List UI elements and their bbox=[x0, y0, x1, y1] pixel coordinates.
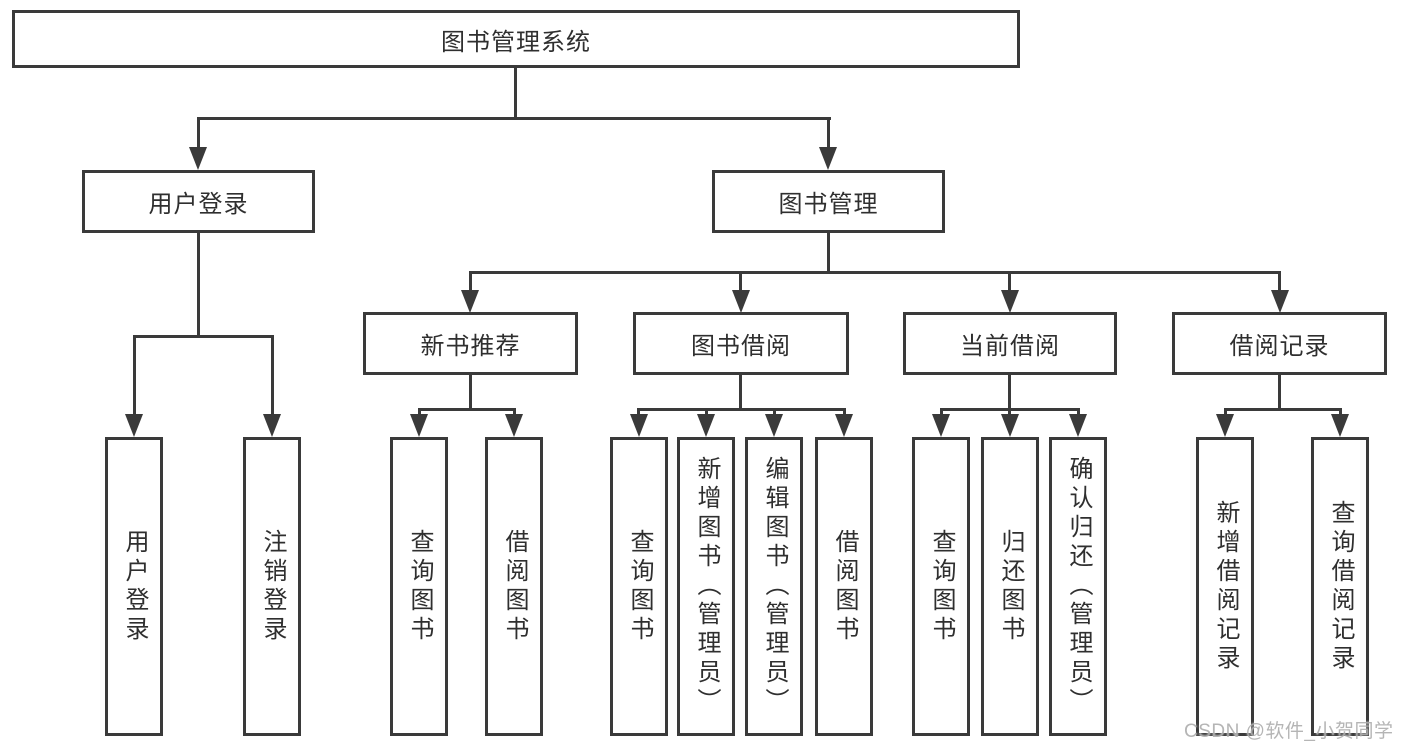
arrowhead-records bbox=[1271, 290, 1289, 313]
arrowhead-g4-leaf1 bbox=[1216, 414, 1234, 437]
node-borrow-records: 借阅记录 bbox=[1172, 312, 1387, 375]
arrowhead-g3-leaf3 bbox=[1069, 414, 1087, 437]
connector-g4-leaf2-stub bbox=[1339, 408, 1342, 418]
arrowhead-g4-leaf2 bbox=[1331, 414, 1349, 437]
leaf-query-books-3: 查询图书 bbox=[912, 437, 970, 736]
leaf-edit-books-admin: 编辑图书（管理员） bbox=[745, 437, 803, 736]
connector-newbooks-hline bbox=[418, 408, 516, 411]
connector-g3-leaf3-stub bbox=[1077, 408, 1080, 418]
leaf-user-login-label: 用户登录 bbox=[121, 528, 148, 645]
node-current-borrow: 当前借阅 bbox=[903, 312, 1117, 375]
leaf-borrow-books-1-label: 借阅图书 bbox=[501, 528, 528, 645]
connector-userlogin-stub bbox=[197, 117, 200, 149]
arrowhead-leaf-logout bbox=[263, 414, 281, 437]
connector-bookmgmt-stem bbox=[827, 233, 830, 271]
leaf-query-books-3-label: 查询图书 bbox=[928, 528, 955, 645]
connector-records-stem bbox=[1278, 375, 1281, 408]
node-new-books: 新书推荐 bbox=[363, 312, 578, 375]
arrowhead-g2-leaf4 bbox=[835, 414, 853, 437]
leaf-user-login: 用户登录 bbox=[105, 437, 163, 736]
connector-borrow-stem bbox=[739, 375, 742, 408]
connector-level2-hline bbox=[197, 117, 831, 120]
leaf-confirm-return-admin-label: 确认归还（管理员） bbox=[1065, 456, 1092, 717]
connector-g2-leaf1-stub bbox=[637, 408, 640, 418]
leaf-query-books-1: 查询图书 bbox=[390, 437, 448, 736]
csdn-watermark: CSDN @软件_小贺同学 bbox=[1184, 721, 1394, 742]
connector-newbooks-stem bbox=[469, 375, 472, 408]
connector-g2-leaf4-stub bbox=[843, 408, 846, 418]
connector-g1-leaf1-stub bbox=[418, 408, 421, 418]
connector-current-stem bbox=[1008, 375, 1011, 408]
leaf-query-books-2: 查询图书 bbox=[610, 437, 668, 736]
leaf-logout-label: 注销登录 bbox=[259, 528, 286, 645]
node-user-login-label: 用户登录 bbox=[148, 191, 249, 218]
node-book-borrow-label: 图书借阅 bbox=[691, 333, 791, 360]
arrowhead-newbooks bbox=[461, 290, 479, 313]
connector-g3-leaf1-stub bbox=[940, 408, 943, 418]
arrowhead-userlogin bbox=[189, 147, 207, 170]
arrowhead-g2-leaf3 bbox=[765, 414, 783, 437]
leaf-add-books-admin: 新增图书（管理员） bbox=[677, 437, 735, 736]
connector-leaf-logout-stub bbox=[271, 335, 274, 415]
leaf-add-books-admin-label: 新增图书（管理员） bbox=[693, 456, 720, 717]
arrowhead-current bbox=[1001, 290, 1019, 313]
connector-bookmgmt-stub bbox=[827, 117, 830, 149]
leaf-return-books-label: 归还图书 bbox=[997, 528, 1024, 645]
node-user-login: 用户登录 bbox=[82, 170, 315, 233]
arrowhead-g3-leaf1 bbox=[932, 414, 950, 437]
connector-g2-leaf2-stub bbox=[705, 408, 708, 418]
node-root: 图书管理系统 bbox=[12, 10, 1020, 68]
node-current-borrow-label: 当前借阅 bbox=[960, 333, 1060, 360]
node-borrow-records-label: 借阅记录 bbox=[1229, 333, 1330, 360]
connector-g1-leaf2-stub bbox=[513, 408, 516, 418]
connector-records-hline bbox=[1224, 408, 1342, 411]
leaf-add-borrow-record: 新增借阅记录 bbox=[1196, 437, 1254, 736]
arrowhead-g3-leaf2 bbox=[1001, 414, 1019, 437]
arrowhead-borrow bbox=[732, 290, 750, 313]
connector-leaf-login-stub bbox=[133, 335, 136, 415]
node-root-label: 图书管理系统 bbox=[441, 28, 591, 56]
connector-root-stem bbox=[514, 68, 517, 117]
leaf-edit-books-admin-label: 编辑图书（管理员） bbox=[761, 456, 788, 717]
leaf-logout: 注销登录 bbox=[243, 437, 301, 736]
node-new-books-label: 新书推荐 bbox=[420, 333, 521, 360]
leaf-add-borrow-record-label: 新增借阅记录 bbox=[1212, 499, 1239, 674]
connector-g3-leaf2-stub bbox=[1008, 408, 1011, 418]
arrowhead-g2-leaf2 bbox=[697, 414, 715, 437]
leaf-query-books-2-label: 查询图书 bbox=[626, 528, 653, 645]
connector-g2-leaf3-stub bbox=[773, 408, 776, 418]
leaf-borrow-books-1: 借阅图书 bbox=[485, 437, 543, 736]
arrowhead-bookmgmt bbox=[819, 147, 837, 170]
node-book-management: 图书管理 bbox=[712, 170, 945, 233]
leaf-borrow-books-2: 借阅图书 bbox=[815, 437, 873, 736]
leaf-return-books: 归还图书 bbox=[981, 437, 1039, 736]
node-book-borrow: 图书借阅 bbox=[633, 312, 849, 375]
connector-records-stub bbox=[1278, 271, 1281, 293]
connector-newbooks-stub bbox=[469, 271, 472, 293]
arrowhead-g1-leaf2 bbox=[505, 414, 523, 437]
connector-level3-hline bbox=[469, 271, 1281, 274]
connector-current-stub bbox=[1008, 271, 1011, 293]
connector-userlogin-stem bbox=[197, 233, 200, 335]
arrowhead-leaf-login bbox=[125, 414, 143, 437]
leaf-query-borrow-record-label: 查询借阅记录 bbox=[1327, 499, 1354, 674]
connector-g4-leaf1-stub bbox=[1224, 408, 1227, 418]
connector-userlogin-hline bbox=[133, 335, 274, 338]
connector-borrow-stub bbox=[739, 271, 742, 293]
leaf-query-borrow-record: 查询借阅记录 bbox=[1311, 437, 1369, 736]
node-book-management-label: 图书管理 bbox=[778, 191, 879, 218]
connector-borrow-hline bbox=[637, 408, 846, 411]
arrowhead-g2-leaf1 bbox=[630, 414, 648, 437]
arrowhead-g1-leaf1 bbox=[410, 414, 428, 437]
leaf-query-books-1-label: 查询图书 bbox=[406, 528, 433, 645]
leaf-confirm-return-admin: 确认归还（管理员） bbox=[1049, 437, 1107, 736]
leaf-borrow-books-2-label: 借阅图书 bbox=[831, 528, 858, 645]
